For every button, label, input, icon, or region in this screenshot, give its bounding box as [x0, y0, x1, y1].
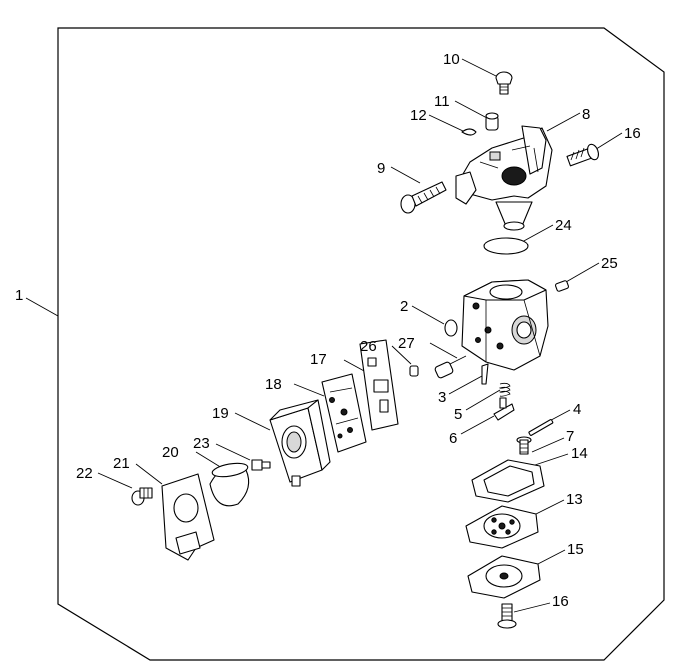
- callout-18: 18: [265, 376, 282, 393]
- callout-15: 15: [567, 541, 584, 558]
- part-16-screw-top: [566, 143, 599, 167]
- part-23-screw: [251, 459, 271, 471]
- assembly-frame: [57, 27, 665, 661]
- callout-3: 3: [438, 389, 446, 406]
- part-20-primer-bulb: [209, 462, 250, 507]
- callout-8: 8: [582, 106, 590, 123]
- callout-16-bottom: 16: [552, 593, 569, 610]
- callout-5: 5: [454, 406, 462, 423]
- part-26-plug: [409, 365, 419, 377]
- callout-23: 23: [193, 435, 210, 452]
- part-11-pin: [485, 112, 499, 131]
- part-4-pin: [528, 419, 554, 436]
- callout-19: 19: [212, 405, 229, 422]
- part-14-gasket: [471, 459, 545, 503]
- part-17-gasket: [359, 339, 399, 431]
- part-27-needle: [434, 355, 467, 379]
- part-12-clip: [461, 128, 477, 136]
- callout-2: 2: [400, 298, 408, 315]
- callout-22: 22: [76, 465, 93, 482]
- part-9-long-screw: [400, 181, 447, 214]
- part-25-plug: [555, 280, 569, 292]
- part-8-top-housing: [455, 125, 553, 231]
- callout-9: 9: [377, 160, 385, 177]
- callout-labels: 1 2 3 4 5 6 7 8 9 10 11 12 13 14 15 16 1…: [15, 51, 641, 610]
- leader-lines: [25, 58, 623, 613]
- part-3-needle-pin: [481, 363, 489, 385]
- callout-21: 21: [113, 455, 130, 472]
- callout-14: 14: [571, 445, 588, 462]
- callout-12: 12: [410, 107, 427, 124]
- callout-17: 17: [310, 351, 327, 368]
- callout-24: 24: [555, 217, 572, 234]
- callout-10: 10: [443, 51, 460, 68]
- callout-16-top: 16: [624, 125, 641, 142]
- part-16-screw-bottom: [497, 603, 517, 629]
- callout-4: 4: [573, 401, 581, 418]
- part-6-lever: [493, 397, 515, 421]
- callout-13: 13: [566, 491, 583, 508]
- part-13-diaphragm: [465, 505, 539, 549]
- callout-20: 20: [162, 444, 179, 461]
- callout-26: 26: [360, 338, 377, 355]
- callout-7: 7: [566, 428, 574, 445]
- carburetor-body: [461, 279, 549, 371]
- part-19-pump-body: [269, 399, 331, 487]
- callout-27: 27: [398, 335, 415, 352]
- callout-25: 25: [601, 255, 618, 272]
- callout-11: 11: [434, 93, 450, 110]
- part-21-retainer-plate: [161, 473, 215, 561]
- part-5-spring: [498, 382, 511, 397]
- part-22-screw: [131, 487, 153, 506]
- part-24-o-ring: [483, 237, 529, 255]
- part-2-o-ring: [444, 319, 458, 337]
- part-18-plate: [321, 373, 367, 453]
- part-15-cover: [467, 555, 541, 599]
- callout-6: 6: [449, 430, 457, 447]
- part-10-screw: [495, 71, 513, 95]
- part-7-screw: [516, 436, 532, 455]
- callout-1: 1: [15, 287, 23, 304]
